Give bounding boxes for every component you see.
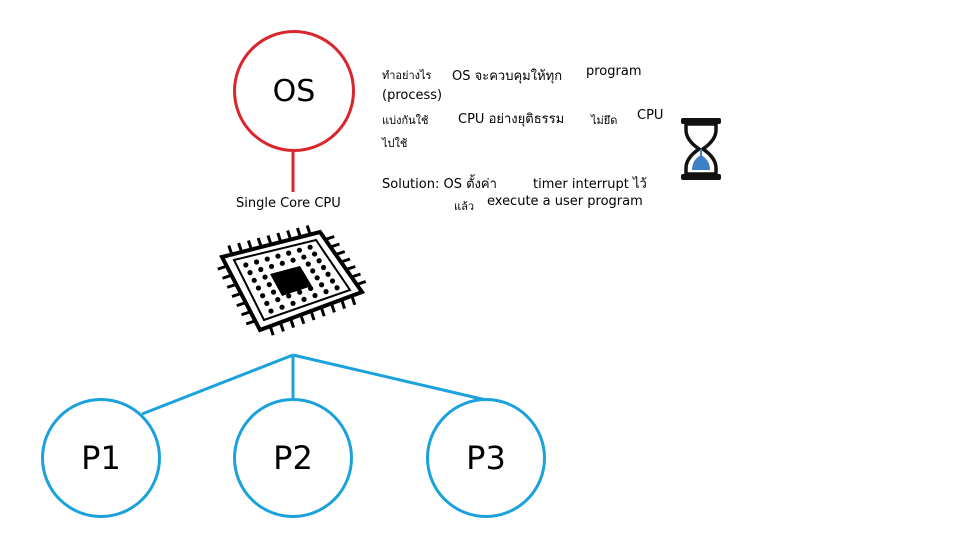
hourglass-icon — [679, 116, 723, 182]
os-label: OS — [273, 74, 316, 109]
question-text: CPU อย่างยุติธรรม — [458, 108, 564, 129]
solution-text: Solution: OS ตั้งค่า — [382, 173, 497, 194]
question-text: แบ่งกันใช้ — [382, 111, 428, 129]
question-text: ไปใช้ — [382, 134, 407, 152]
solution-text: timer interrupt ไว้ — [533, 173, 647, 194]
question-text: program — [586, 64, 642, 79]
solution-text: แล้ว — [454, 197, 474, 215]
question-text: ไม่ยึด — [591, 111, 617, 129]
process-node-p1: P1 — [41, 398, 161, 518]
question-text: ทำอย่างไร — [382, 66, 431, 84]
question-text: CPU — [637, 108, 663, 123]
question-text: (process) — [382, 88, 442, 103]
os-node: OS — [233, 30, 355, 152]
process-label: P3 — [466, 439, 506, 477]
cpu-caption: Single Core CPU — [236, 196, 341, 211]
solution-text: execute a user program — [487, 194, 643, 209]
process-node-p3: P3 — [426, 398, 546, 518]
cpu-p3-connector — [293, 355, 486, 400]
process-label: P2 — [273, 439, 313, 477]
process-node-p2: P2 — [233, 398, 353, 518]
question-text: OS จะควบคุมให้ทุก — [452, 65, 562, 86]
cpu-chip-icon — [212, 222, 372, 352]
process-label: P1 — [81, 439, 121, 477]
